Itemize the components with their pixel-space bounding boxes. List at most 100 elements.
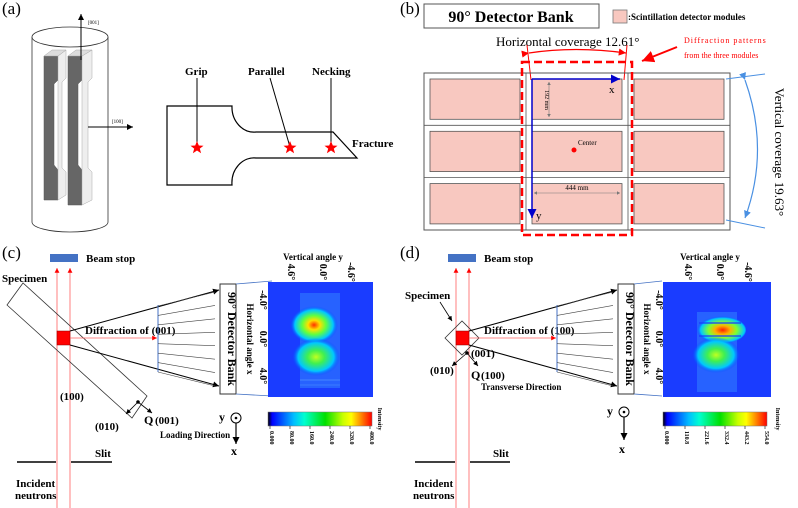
detector-module: [531, 183, 623, 225]
colorbar-title: Intensity: [376, 408, 382, 431]
fan-line: [556, 291, 614, 307]
height-dimension-label: 192 mm: [543, 90, 549, 110]
center-dot: [571, 147, 577, 153]
h-tick-2: 4.0°: [257, 368, 268, 385]
crystal-cylinder: [31, 26, 109, 233]
h-tick-1: 0.0°: [653, 331, 664, 348]
colorbar-tick-label: 332.4: [723, 431, 729, 445]
incident-label-2: neutrons: [15, 490, 57, 502]
detector-frame: [423, 72, 731, 231]
diffraction-note-arrow: [641, 46, 678, 63]
q-plane-label: (001): [155, 415, 179, 427]
v-tick-2: -4.6°: [345, 262, 356, 282]
v-tick-0: 4.6°: [285, 264, 296, 281]
fan-line: [556, 305, 614, 316]
beam-stop-label: Beam stop: [484, 253, 533, 265]
detector-module: [429, 78, 521, 120]
diffraction-heatmap: [663, 282, 771, 397]
detector-fan-lines: [157, 291, 216, 387]
center-label: Center: [578, 139, 597, 147]
parallel-label: Parallel: [248, 66, 285, 78]
incident-label-1: Incident: [16, 478, 55, 490]
colorbar-tick-label: 0.000: [663, 431, 669, 445]
colorbar-tick-label: 221.6: [703, 431, 709, 445]
detector-bank-title-box: [423, 3, 600, 29]
fan-line: [556, 371, 614, 387]
detector-fan-lines: [556, 291, 614, 387]
gauge-volume: [455, 330, 470, 346]
v-tick-1: 0.0°: [714, 264, 725, 281]
diffraction-label: Diffraction of (100): [484, 325, 575, 337]
specimen-label: Specimen: [405, 290, 450, 302]
colorbar: [662, 411, 768, 427]
colorbar-title: Intensity: [774, 408, 780, 431]
horizontal-coverage-label: Horizontal coverage 12.61°: [496, 34, 639, 49]
panel-d-label: (d): [400, 243, 420, 262]
panel-c: (c) Beam stop Specimen Diffraction of (0…: [2, 243, 382, 508]
legend-swatch: [612, 9, 628, 24]
fan-line: [157, 331, 216, 335]
horizontal-coverage-arc: [521, 48, 627, 58]
vertical-coverage-label: Vertical coverage 19.63°: [772, 88, 787, 216]
vertical-angle-label: Vertical angle y: [680, 252, 740, 262]
fan-line: [157, 305, 216, 316]
colorbar: [267, 411, 373, 427]
fan-line: [157, 362, 216, 373]
heatmap-peak-lower: [292, 338, 340, 376]
panel-c-label: (c): [2, 243, 21, 262]
panel-b: (b) 90° Detector Bank :Scintillation det…: [400, 0, 787, 237]
plane-010-label: (010): [95, 421, 119, 433]
fan-line: [157, 291, 216, 307]
detector-bank-label: 90° Detector Bank: [623, 292, 637, 386]
vertical-angle-label: Vertical angle y: [283, 252, 343, 262]
fan-line: [556, 352, 614, 360]
v-tick-2: -4.6°: [742, 262, 753, 282]
colorbar-tick-label: 240.0: [328, 431, 334, 445]
diffraction-note-line1: Diffraction patterns: [684, 36, 767, 45]
frame-y-label: y: [607, 404, 613, 418]
fan-line: [157, 352, 216, 360]
frame-x-label: x: [231, 444, 237, 458]
fan-line: [556, 362, 614, 373]
v-tick-0: 4.6°: [682, 264, 693, 281]
colorbar-tick-label: 554.0: [763, 431, 769, 445]
colorbar-tick-label: 160.0: [308, 431, 314, 445]
plane-100-label: (100): [60, 391, 84, 403]
horizontal-angle-label: Horizontal angle x: [245, 304, 255, 375]
direction-label: Loading Direction: [160, 430, 230, 440]
fracture-label: Fracture: [352, 138, 393, 150]
detector-bank-label: 90° Detector Bank: [225, 292, 239, 386]
heatmap-peak-upper: [290, 306, 338, 344]
colorbar-tick-label: 110.8: [683, 431, 689, 444]
q-label: Q: [144, 413, 153, 427]
detector-module: [429, 130, 521, 173]
grip-label: Grip: [185, 66, 208, 78]
star-grip: [190, 141, 204, 154]
h-tick-0: -4.0°: [257, 290, 268, 310]
detector-modules: [424, 73, 730, 230]
panel-b-label: (b): [400, 0, 420, 18]
slit-label: Slit: [493, 448, 509, 460]
y-axis-label: y: [536, 210, 542, 222]
panel-a-label: (a): [2, 0, 21, 18]
fan-line: [157, 371, 216, 387]
necking-label: Necking: [312, 66, 351, 78]
colorbar-tick-label: 320.0: [348, 431, 354, 445]
fan-line: [157, 318, 216, 326]
frame-x-label: x: [619, 442, 625, 456]
legend-label: :Scintillation detector modules: [628, 12, 746, 22]
detector-module: [429, 183, 521, 225]
colorbar-tick-label: 80.00: [288, 431, 294, 445]
direction-label: Transverse Direction: [481, 382, 561, 392]
q-label: Q: [471, 368, 480, 382]
detector-module: [633, 183, 725, 225]
axis-100-label: [100]: [112, 120, 123, 125]
axis-001-label: [001]: [88, 21, 99, 26]
diffraction-label: Diffraction of (001): [85, 325, 176, 337]
detector-module: [633, 130, 725, 173]
h-tick-1: 0.0°: [257, 331, 268, 348]
incident-label-2: neutrons: [413, 490, 455, 502]
